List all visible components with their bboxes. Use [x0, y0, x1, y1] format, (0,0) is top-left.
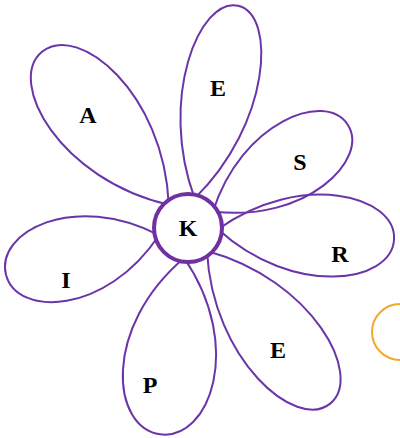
- petal-letter: A: [79, 103, 96, 127]
- petal-outline: [154, 0, 281, 203]
- petal-letter: R: [331, 242, 348, 266]
- petal: E: [154, 0, 281, 203]
- petal: A: [2, 18, 173, 209]
- petal-letter: S: [293, 150, 306, 174]
- petal-letter: E: [270, 338, 286, 362]
- petal: S: [209, 86, 374, 227]
- petal: E: [203, 247, 368, 435]
- petal-outline: [209, 86, 374, 227]
- petal-outline: [0, 187, 163, 321]
- petal-path: [123, 258, 216, 435]
- petal-path: [180, 5, 261, 198]
- petal-outline: [98, 254, 249, 438]
- petal: R: [214, 166, 400, 302]
- petal: P: [98, 254, 249, 438]
- petal-letter: P: [143, 373, 158, 397]
- petal-letter: K: [179, 216, 198, 240]
- petal-path: [5, 216, 159, 302]
- orange-circle: [372, 304, 400, 360]
- petal-outline: [214, 166, 400, 302]
- petal-path: [207, 251, 341, 410]
- petal-path: [31, 45, 169, 205]
- petal-letter: I: [61, 268, 70, 292]
- petal: I: [0, 187, 163, 321]
- petal-letter: E: [210, 76, 226, 100]
- center-circle: K: [152, 192, 224, 264]
- petal-path: [213, 111, 352, 213]
